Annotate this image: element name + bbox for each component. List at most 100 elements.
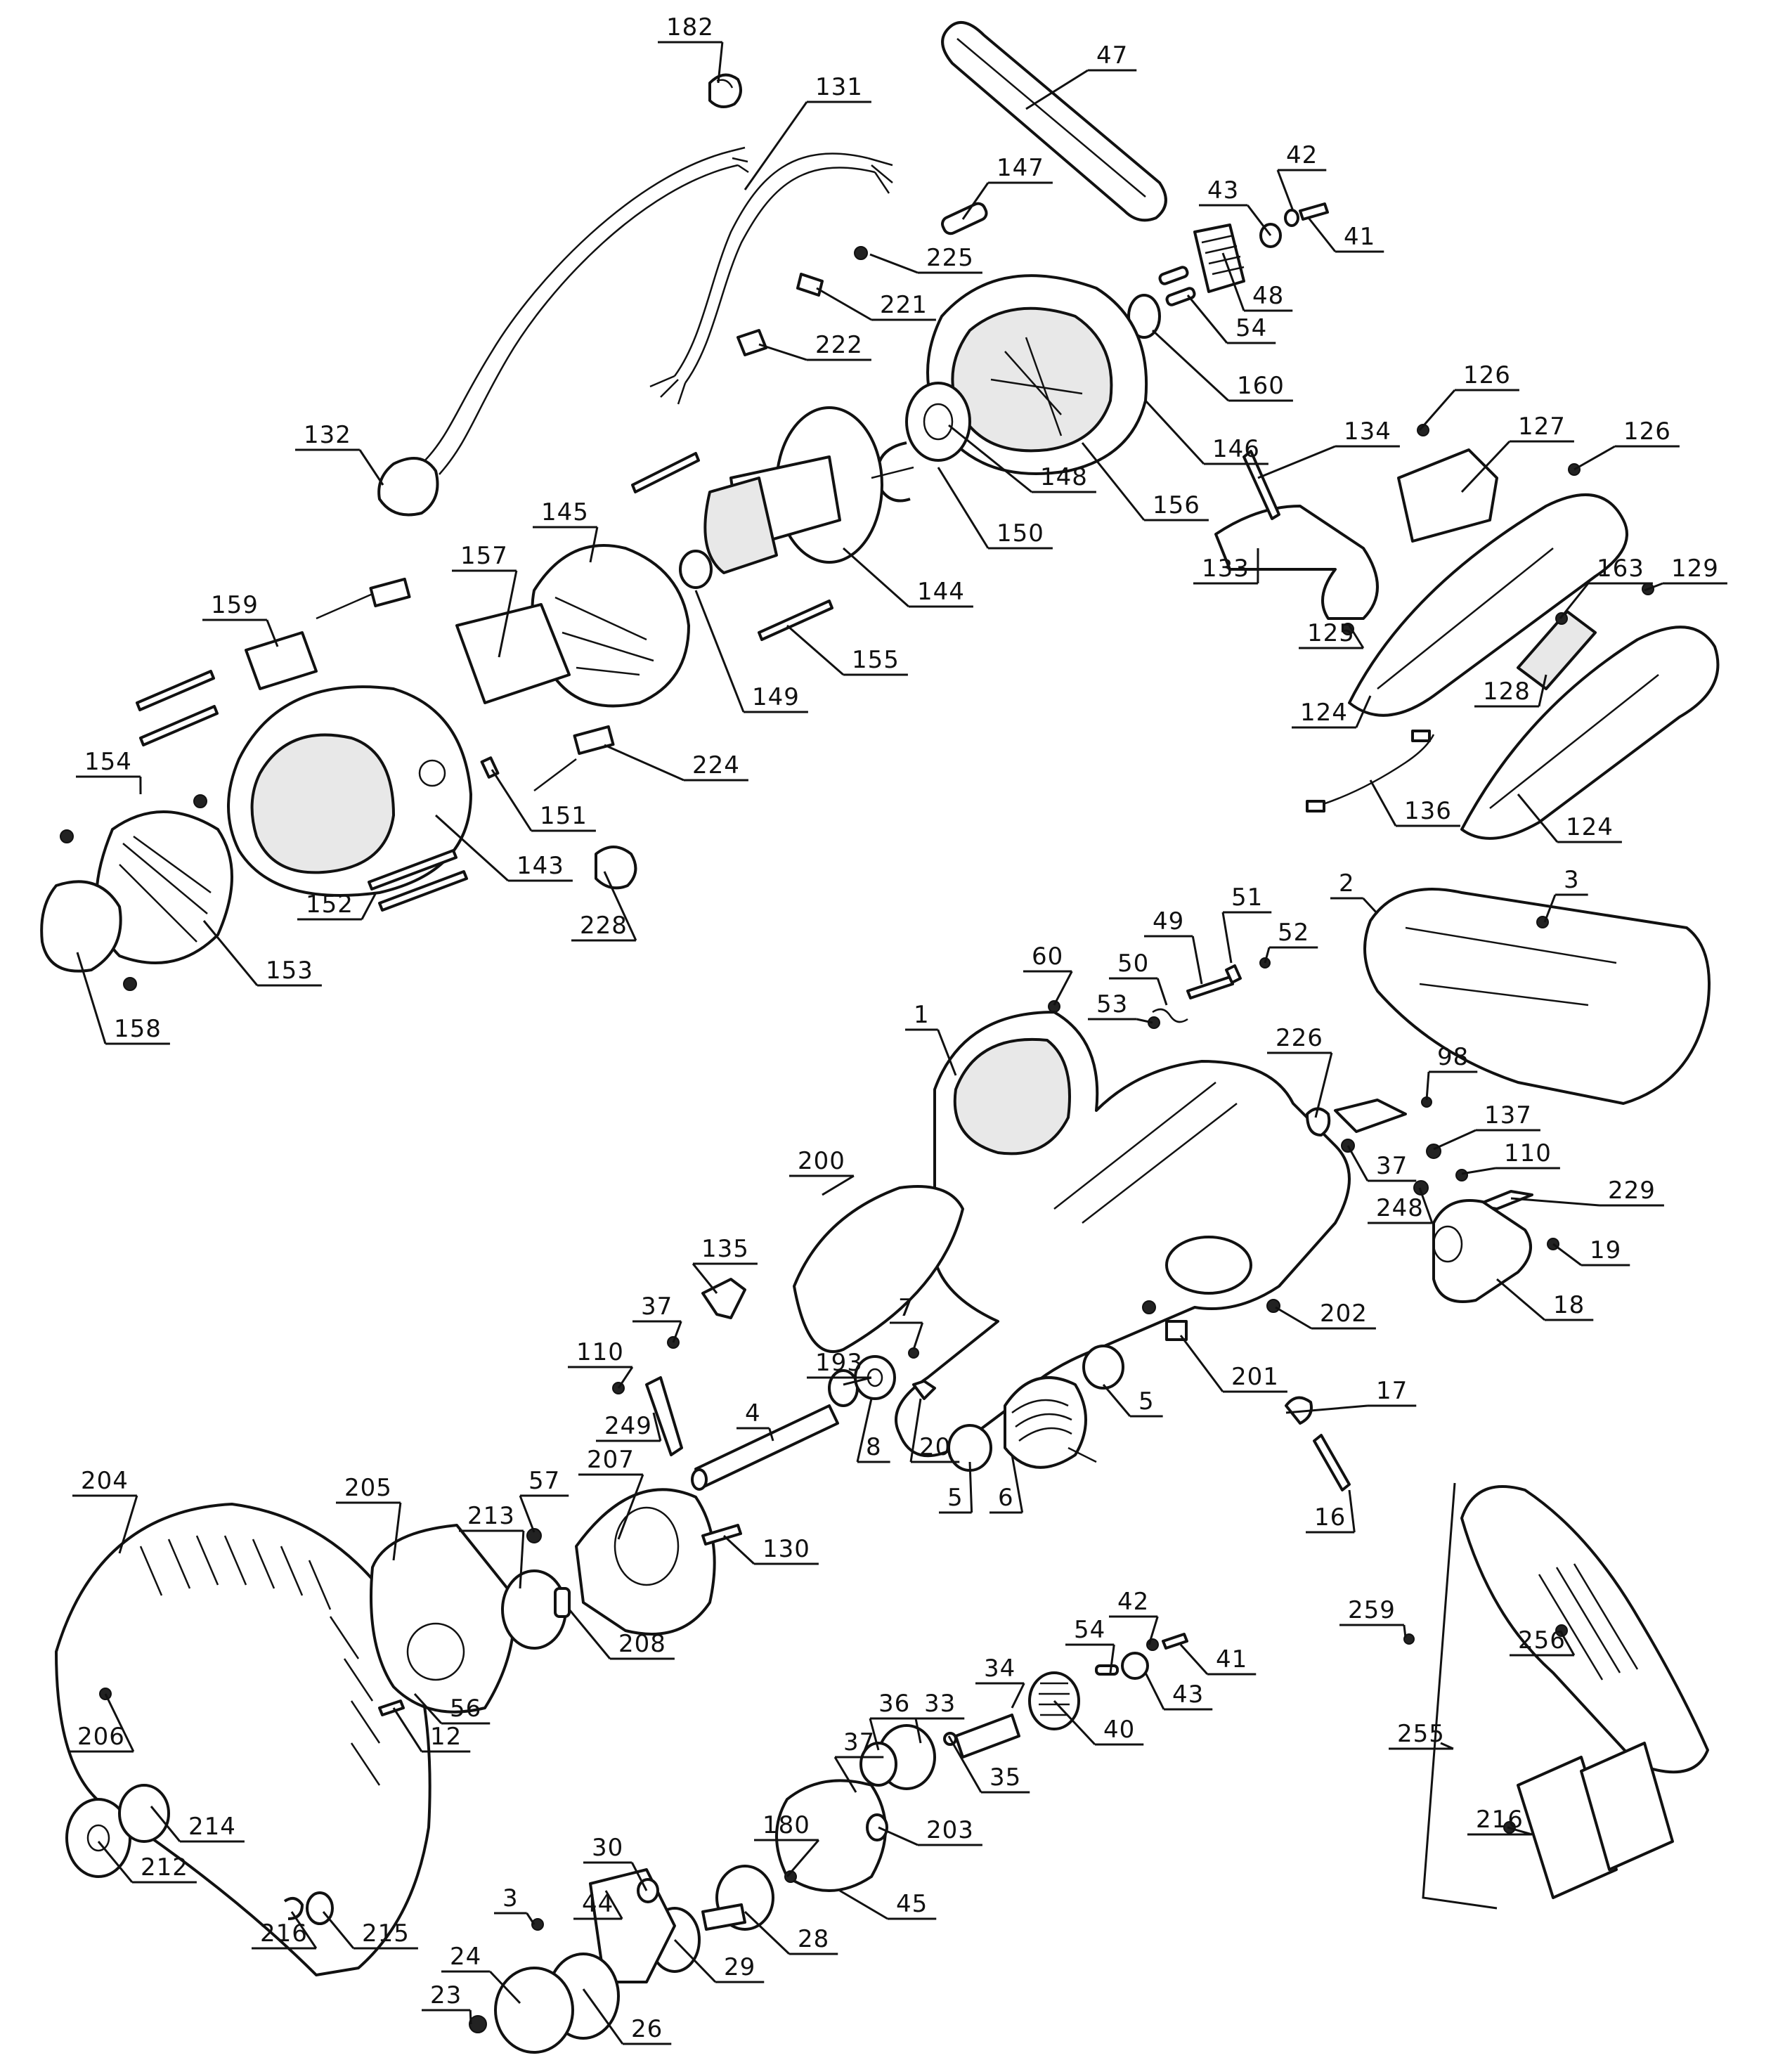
leader-204: [118, 1495, 138, 1554]
part-number-37a: 37: [1376, 1152, 1408, 1180]
leader-216b: [1507, 1826, 1533, 1836]
label-256: 256: [1510, 1626, 1576, 1657]
label-126a: 126: [1418, 361, 1519, 431]
part-number-3b: 3: [502, 1884, 519, 1912]
part-number-54a: 54: [1235, 314, 1267, 342]
leader-256: [1559, 1630, 1576, 1656]
label-24: 24: [441, 1943, 521, 2005]
part-number-148: 148: [1040, 463, 1088, 491]
part-number-41a: 41: [1344, 223, 1375, 251]
part-number-17: 17: [1376, 1377, 1408, 1405]
part-110-screw-a: [1455, 1169, 1468, 1181]
part-124-handle-half-a: [1348, 493, 1628, 717]
part-number-124b: 124: [1566, 813, 1614, 841]
label-7: 7: [890, 1294, 924, 1350]
part-screw-arm: [1142, 1300, 1156, 1314]
part-49-bolt: [1186, 976, 1234, 999]
part-number-20: 20: [919, 1433, 951, 1461]
leader-180: [786, 1839, 820, 1877]
leader-20: [909, 1398, 922, 1463]
part-number-5a: 5: [1138, 1387, 1155, 1416]
leader-134: [1257, 445, 1336, 479]
label-16: 16: [1306, 1489, 1356, 1534]
part-154-screw-a: [60, 829, 74, 843]
part-labels: 1821314742434114722522122248541601321261…: [69, 13, 1727, 2045]
label-3b: 3: [494, 1884, 536, 1925]
leader-144: [843, 547, 909, 608]
label-19: 19: [1552, 1236, 1630, 1267]
part-number-152: 152: [306, 891, 353, 919]
part-24-flange: [494, 1967, 574, 2054]
label-160: 160: [1151, 329, 1293, 402]
label-145: 145: [533, 498, 599, 563]
part-number-129: 129: [1671, 555, 1719, 583]
leader-52: [1264, 947, 1271, 964]
label-163: 163: [1559, 555, 1653, 619]
label-212: 212: [97, 1841, 197, 1884]
leader-159: [266, 619, 279, 647]
leader-36: [869, 1718, 880, 1751]
part-number-228: 228: [580, 912, 628, 940]
label-202: 202: [1275, 1300, 1376, 1330]
leader-37a: [1347, 1145, 1369, 1181]
leader-212: [97, 1841, 134, 1883]
part-43-washer: [1121, 1652, 1149, 1680]
leader-49: [1191, 935, 1203, 985]
label-229: 229: [1510, 1177, 1664, 1207]
label-124b: 124: [1517, 794, 1622, 843]
part-202-screw: [1266, 1299, 1280, 1313]
label-158: 158: [76, 952, 170, 1045]
label-222: 222: [758, 331, 871, 361]
label-6: 6: [989, 1454, 1024, 1514]
label-23: 23: [422, 1981, 472, 2025]
part-30-bushing: [637, 1878, 659, 1903]
leader-128: [1538, 674, 1547, 707]
part-207-bracket: [575, 1488, 716, 1636]
part-number-6: 6: [998, 1484, 1014, 1512]
label-54b: 54: [1065, 1616, 1115, 1673]
leader-47: [1025, 69, 1089, 110]
part-number-163: 163: [1597, 555, 1644, 583]
part-2-upper-guard: [1363, 888, 1711, 1105]
part-255-dust-chute: [1460, 1485, 1709, 1899]
leader-157: [498, 570, 518, 658]
leader-53: [1136, 1018, 1153, 1024]
part-number-249: 249: [604, 1412, 652, 1440]
leader-3a: [1543, 894, 1557, 923]
part-number-42b: 42: [1117, 1588, 1149, 1616]
part-146-motor-housing: [926, 274, 1148, 475]
leader-137: [1433, 1129, 1477, 1151]
label-110a: 110: [1461, 1139, 1560, 1175]
part-12-screw: [378, 1699, 405, 1716]
label-207: 207: [578, 1446, 644, 1540]
part-number-126b: 126: [1623, 417, 1671, 446]
leader-30: [630, 1862, 648, 1891]
label-60: 60: [1023, 943, 1073, 1006]
leader-201: [1179, 1335, 1224, 1392]
leader-19: [1552, 1243, 1582, 1267]
leader-8: [856, 1398, 873, 1463]
part-number-51: 51: [1231, 883, 1263, 912]
part-brush-upper: [316, 577, 411, 620]
label-5b: 5: [939, 1461, 973, 1514]
part-number-207: 207: [587, 1446, 635, 1474]
leader-33: [914, 1718, 922, 1744]
part-number-40: 40: [1103, 1716, 1135, 1744]
leader-156: [1081, 442, 1146, 521]
part-number-128: 128: [1483, 678, 1531, 706]
label-182: 182: [658, 13, 724, 84]
label-204: 204: [72, 1467, 138, 1554]
part-number-146: 146: [1212, 435, 1260, 463]
part-number-126a: 126: [1463, 361, 1511, 389]
label-26: 26: [582, 1988, 672, 2045]
label-1: 1: [905, 1001, 957, 1076]
leader-145: [589, 526, 599, 563]
part-208-pin: [554, 1587, 571, 1618]
part-212-knob: [65, 1798, 131, 1878]
part-number-37c: 37: [843, 1728, 875, 1756]
leader-148: [948, 424, 1032, 493]
label-56: 56: [413, 1692, 491, 1725]
part-number-212: 212: [141, 1853, 188, 1882]
leader-205: [392, 1502, 402, 1561]
label-157: 157: [452, 542, 518, 658]
